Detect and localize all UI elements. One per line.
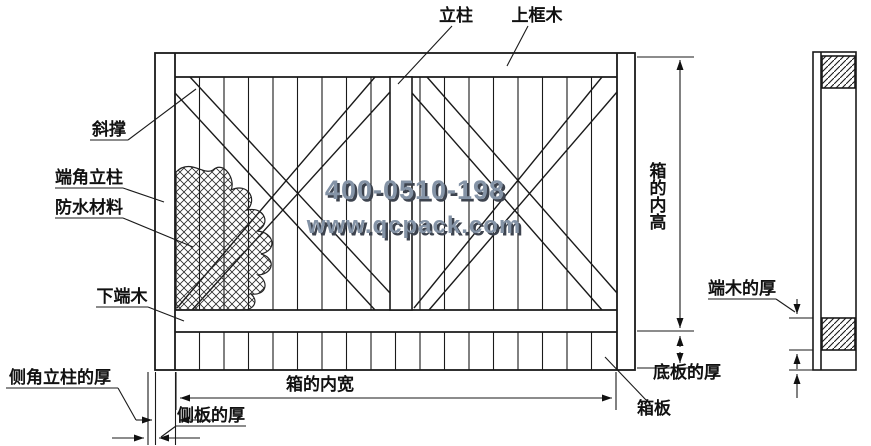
watermark-website-shadow: www.qcpack.com	[308, 215, 524, 242]
label-shang-kuang-mu: 上框木	[512, 5, 564, 25]
label-li-zhu: 立柱	[439, 5, 473, 25]
right-rising-brace-edge	[428, 91, 618, 311]
right-falling-brace-edge	[426, 76, 618, 294]
label-xia-duan-mu: 下端木	[97, 286, 149, 306]
leader-ce-ban	[160, 425, 177, 438]
center-post-board	[389, 76, 413, 311]
section-dimensions	[789, 299, 813, 398]
plank-lines-main	[198, 77, 593, 310]
label-xie-cheng: 斜撑	[91, 119, 126, 139]
center-post	[389, 76, 413, 311]
plank-lines-bottom	[198, 332, 593, 370]
leader-fang-shui	[122, 217, 194, 248]
leader-xie-cheng	[127, 88, 197, 141]
waterproof-material-hatch	[175, 166, 273, 311]
watermark-phone: 400-0510-198	[325, 175, 505, 205]
label-ce-jiao-li-zhu-de-hou: 侧角立柱的厚	[9, 367, 111, 387]
label-duan-jiao-li-zhu: 端角立柱	[55, 167, 123, 187]
leader-li-zhu	[397, 25, 453, 85]
left-falling-brace-edge	[174, 92, 376, 311]
diagonal-braces	[174, 76, 618, 311]
right-falling-brace-edge	[411, 92, 603, 311]
end-cross-section	[812, 51, 857, 371]
label-xiang-ban: 箱板	[637, 398, 672, 418]
label-xiang-de-nei-kuan: 箱的内宽	[286, 374, 354, 394]
labels: 立柱 上框木 斜撑 端角立柱 防水材料 下端木 侧角立柱的厚 侧板的厚 箱的内宽…	[9, 5, 776, 425]
watermark: 400-0510-198 400-0510-198 www.qcpack.com…	[306, 175, 524, 242]
label-duan-mu-de-hou: 端木的厚	[708, 278, 776, 298]
label-fang-shui-cai-liao: 防水材料	[55, 197, 123, 217]
leader-duan-jiao-li-zhu	[122, 187, 165, 203]
leader-xiang-ban	[604, 356, 647, 401]
leader-xia-duan-mu	[147, 306, 185, 322]
section-top-end-wood	[821, 55, 856, 89]
label-ce-ban-de-hou: 侧板的厚	[177, 405, 245, 425]
watermark-website: www.qcpack.com	[306, 212, 522, 239]
leader-shang-kuang-mu	[506, 25, 529, 67]
section-outline	[812, 51, 857, 371]
label-xiang-de-nei-gao: 箱的内高	[647, 161, 667, 231]
watermark-phone-shadow: 400-0510-198	[327, 178, 507, 208]
leader-lines	[6, 25, 796, 438]
dimension-lines	[112, 56, 701, 445]
leader-duan-mu	[775, 298, 796, 313]
left-falling-brace-edge	[189, 76, 391, 294]
leader-ce-jiao	[117, 387, 137, 421]
right-rising-brace-edge	[413, 76, 603, 309]
label-di-ban-de-hou: 底板的厚	[653, 362, 721, 382]
section-bottom-end-wood	[821, 317, 856, 351]
